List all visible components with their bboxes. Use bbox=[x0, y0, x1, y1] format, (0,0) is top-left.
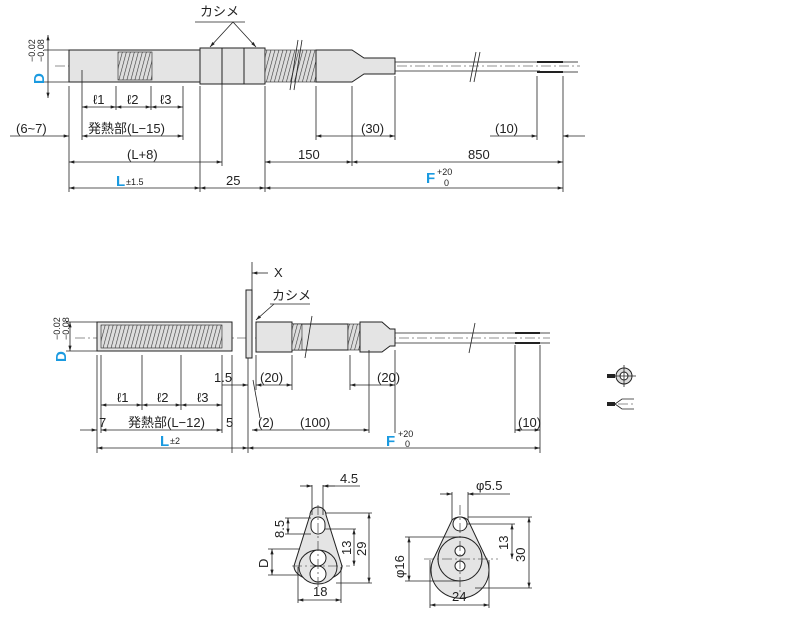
svg-text:+20: +20 bbox=[437, 167, 452, 177]
svg-text:−0.08: −0.08 bbox=[61, 317, 71, 340]
svg-text:(20): (20) bbox=[377, 370, 400, 385]
svg-text:−0.02: −0.02 bbox=[27, 39, 37, 62]
svg-text:24: 24 bbox=[452, 589, 466, 604]
svg-text:13: 13 bbox=[496, 536, 511, 550]
svg-text:(10): (10) bbox=[518, 415, 541, 430]
flange bbox=[245, 289, 253, 359]
lead-sleeve bbox=[359, 321, 396, 353]
kashime-label: カシメ bbox=[200, 4, 239, 19]
svg-text:L: L bbox=[160, 433, 169, 450]
svg-text:F: F bbox=[386, 433, 395, 450]
svg-text:5: 5 bbox=[226, 415, 233, 430]
svg-text:(20): (20) bbox=[260, 370, 283, 385]
lead-sleeve bbox=[315, 49, 396, 83]
svg-text:(30): (30) bbox=[361, 121, 384, 136]
flex-tube bbox=[264, 49, 317, 83]
svg-text:ℓ1: ℓ1 bbox=[93, 92, 104, 107]
svg-text:発熱部(L−15): 発熱部(L−15) bbox=[88, 121, 165, 136]
svg-text:発熱部(L−12): 発熱部(L−12) bbox=[128, 415, 205, 430]
svg-text:−0.08: −0.08 bbox=[36, 39, 46, 62]
svg-text:ℓ3: ℓ3 bbox=[197, 390, 208, 405]
ring-terminal-icon bbox=[607, 365, 636, 387]
svg-text:ℓ2: ℓ2 bbox=[127, 92, 138, 107]
svg-text:0: 0 bbox=[405, 439, 410, 449]
svg-text:±1.5: ±1.5 bbox=[126, 177, 143, 187]
svg-text:0: 0 bbox=[444, 178, 449, 188]
svg-text:4.5: 4.5 bbox=[340, 471, 358, 486]
svg-text:φ5.5: φ5.5 bbox=[476, 478, 503, 493]
svg-text:150: 150 bbox=[298, 147, 320, 162]
svg-text:1.5: 1.5 bbox=[214, 370, 232, 385]
svg-text:25: 25 bbox=[226, 173, 240, 188]
svg-text:ℓ2: ℓ2 bbox=[157, 390, 168, 405]
bottom-heater: X カシメ D −0.02 −0.08 1.5 (20) (20) ℓ1 ℓ2 … bbox=[52, 262, 550, 453]
heating-coil bbox=[100, 324, 223, 349]
svg-text:D: D bbox=[256, 559, 271, 568]
svg-text:D: D bbox=[53, 351, 70, 362]
svg-text:F: F bbox=[426, 170, 435, 187]
svg-text:(L+8): (L+8) bbox=[127, 147, 158, 162]
heating-coil bbox=[117, 51, 153, 81]
svg-text:X: X bbox=[274, 265, 283, 280]
svg-text:(10): (10) bbox=[495, 121, 518, 136]
flange-small-view: 4.5 8.5 D 13 29 18 bbox=[256, 471, 372, 603]
svg-text:±2: ±2 bbox=[170, 436, 180, 446]
kashime-sleeve bbox=[199, 47, 223, 85]
svg-text:+20: +20 bbox=[398, 429, 413, 439]
svg-text:(6~7): (6~7) bbox=[16, 121, 47, 136]
top-heater: カシメ D −0.02 −0.08 ℓ1 ℓ2 ℓ3 (6~7) 発熱部(L−1… bbox=[10, 4, 585, 192]
svg-text:ℓ3: ℓ3 bbox=[160, 92, 171, 107]
svg-text:18: 18 bbox=[313, 584, 327, 599]
svg-text:850: 850 bbox=[468, 147, 490, 162]
svg-text:29: 29 bbox=[354, 542, 369, 556]
svg-text:7: 7 bbox=[99, 415, 106, 430]
svg-text:(100): (100) bbox=[300, 415, 330, 430]
kashime-sleeve bbox=[255, 321, 293, 353]
svg-text:φ16: φ16 bbox=[392, 555, 407, 578]
d-label: D bbox=[31, 73, 48, 84]
svg-text:−0.02: −0.02 bbox=[52, 317, 62, 340]
fork-terminal-icon bbox=[607, 398, 636, 410]
svg-text:8.5: 8.5 bbox=[272, 520, 287, 538]
svg-text:L: L bbox=[116, 173, 125, 190]
svg-text:(2): (2) bbox=[258, 415, 274, 430]
svg-text:カシメ: カシメ bbox=[272, 288, 311, 303]
flange-large-view: φ5.5 φ16 13 30 24 bbox=[392, 478, 532, 608]
svg-text:13: 13 bbox=[339, 541, 354, 555]
svg-text:30: 30 bbox=[513, 548, 528, 562]
svg-text:ℓ1: ℓ1 bbox=[117, 390, 128, 405]
